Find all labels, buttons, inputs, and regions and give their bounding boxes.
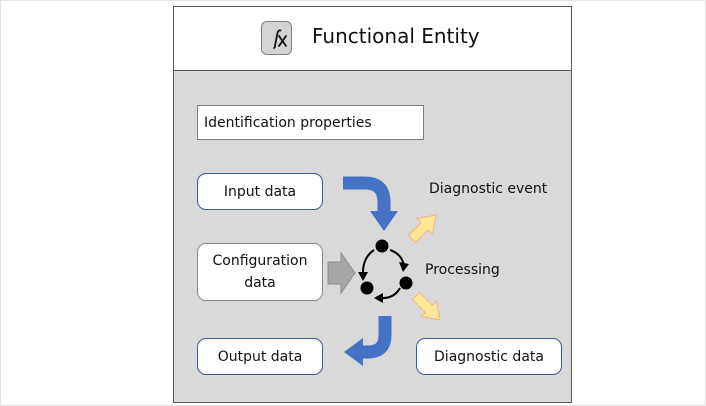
diagnostic-event-arrow — [407, 214, 437, 244]
configuration-data-label-line1: Configuration — [212, 253, 308, 269]
diagnostic-data-arrow — [411, 291, 441, 321]
identification-properties-box: Identification properties — [197, 105, 424, 140]
configuration-data-label-line2: data — [244, 275, 276, 291]
configuration-flow-arrow — [327, 251, 356, 295]
processing-node-left — [360, 281, 374, 295]
entity-title: Functional Entity — [312, 24, 480, 48]
input-data-box: Input data — [197, 173, 323, 210]
input-data-label: Input data — [223, 183, 297, 200]
processing-node-top — [375, 239, 389, 253]
output-data-box: Output data — [197, 338, 323, 375]
entity-header: Functional Entity — [174, 7, 571, 71]
output-flow-arrow — [344, 316, 392, 366]
function-fx-icon — [261, 21, 292, 55]
diagnostic-data-box: Diagnostic data — [416, 338, 562, 375]
processing-node-right — [399, 276, 413, 290]
processing-label: Processing — [425, 262, 500, 278]
input-flow-arrow — [343, 176, 398, 231]
diagnostic-data-label: Diagnostic data — [434, 348, 544, 365]
diagnostic-event-label: Diagnostic event — [429, 181, 548, 197]
configuration-data-box: Configuration data — [197, 243, 323, 301]
identification-properties-label: Identification properties — [204, 114, 372, 131]
output-data-label: Output data — [217, 348, 303, 365]
processing-cycle-icon — [358, 239, 413, 303]
